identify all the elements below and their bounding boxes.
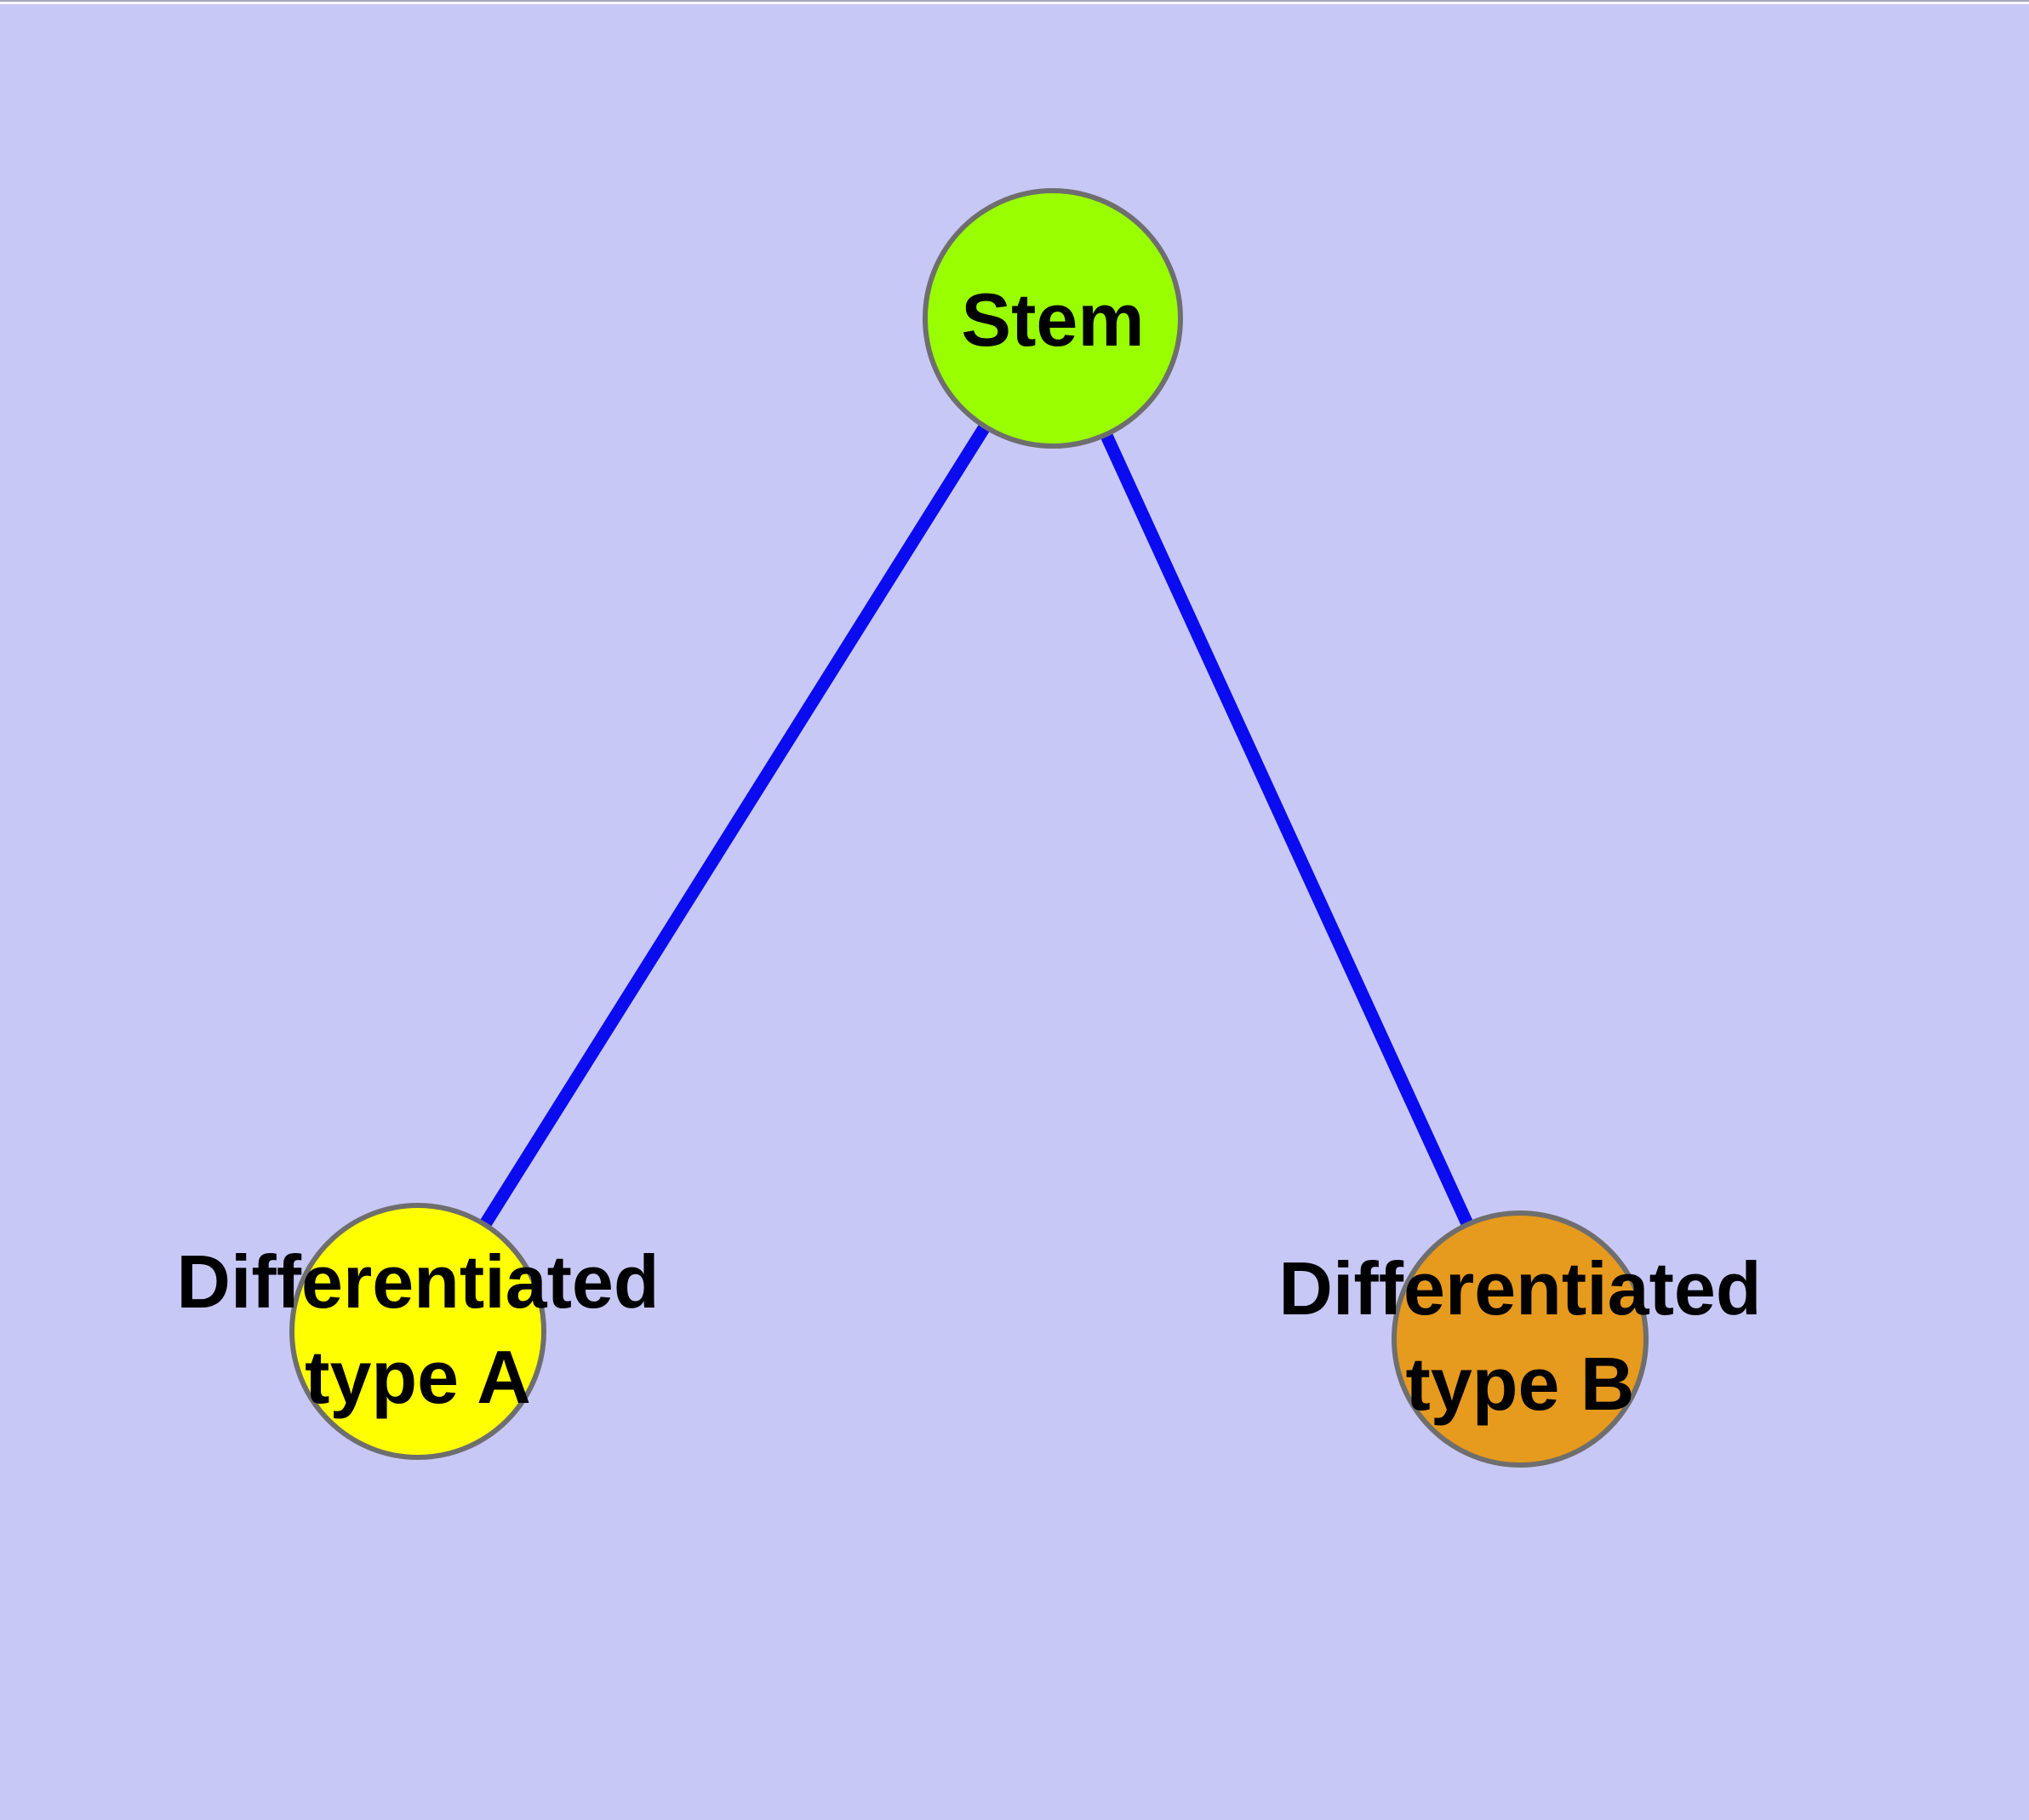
node-type-b-circle [1392,1210,1649,1468]
node-stem-circle [923,188,1183,449]
edge-stem-to-type-a [412,315,1059,1335]
node-type-a-circle [289,1203,546,1460]
window-top-strip [0,0,2029,4]
edge-stem-to-type-b [1047,315,1526,1342]
